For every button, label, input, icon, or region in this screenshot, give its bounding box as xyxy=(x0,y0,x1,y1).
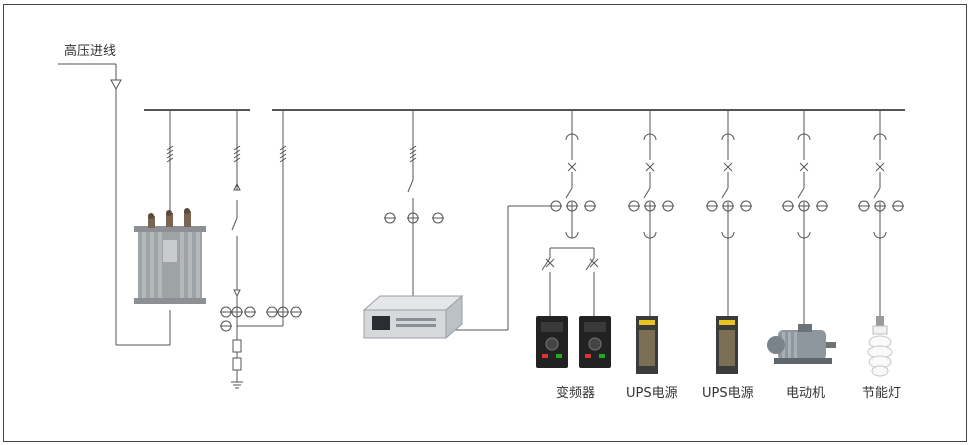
incoming-line xyxy=(58,63,171,346)
branch-ups-2 xyxy=(705,110,753,316)
ups-module-icon xyxy=(636,316,658,374)
outgoing-feeder xyxy=(219,110,283,389)
incoming-hv-label: 高压进线 xyxy=(64,44,117,59)
frame-border xyxy=(3,4,967,442)
load-label-lamp: 节能灯 xyxy=(862,386,902,401)
transformer-icon xyxy=(134,208,206,304)
power-filter-device-icon xyxy=(362,294,464,340)
branch-motor xyxy=(781,110,829,326)
transformer-feeder xyxy=(166,110,174,218)
filter-device-feeder xyxy=(383,110,556,331)
load-label-ups-1: UPS电源 xyxy=(626,386,678,401)
branch-lamp xyxy=(857,110,905,316)
load-label-motor: 电动机 xyxy=(786,386,826,401)
electric-motor-icon xyxy=(767,324,836,364)
energy-saving-lamp-icon xyxy=(867,316,893,377)
ups-module-icon xyxy=(716,316,738,374)
load-label-ups-2: UPS电源 xyxy=(702,386,754,401)
inverter-icon xyxy=(536,316,611,368)
load-label-inverter: 变频器 xyxy=(556,386,596,401)
branch-inverters xyxy=(541,110,599,316)
branch-ups-1 xyxy=(627,110,675,316)
metering-feeder xyxy=(265,110,303,326)
